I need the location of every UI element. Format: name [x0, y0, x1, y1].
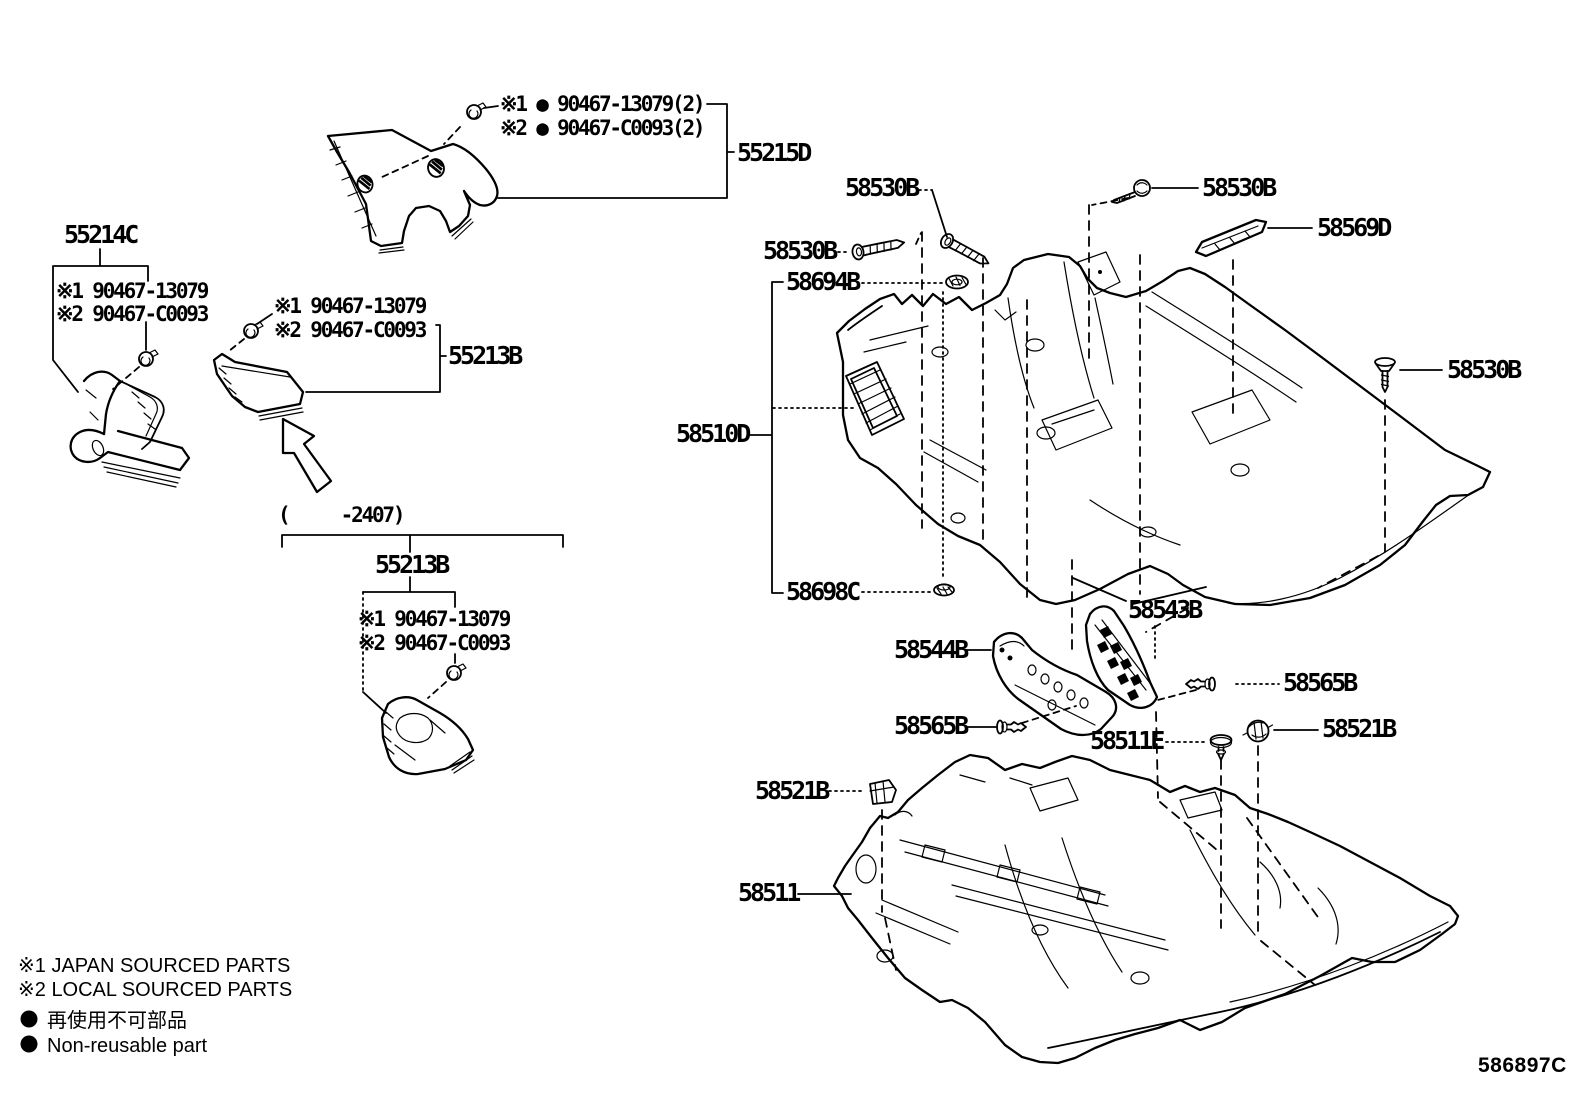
part-label-58521b-left: 58521B: [755, 776, 830, 805]
part-label-58511e: 58511E: [1090, 726, 1164, 755]
note-clip-local-55213b-lower: ※2 90467-C0093: [358, 631, 511, 655]
part-label-58510d: 58510D: [676, 419, 750, 448]
part-label-55215d: 55215D: [737, 138, 811, 167]
cover-55213b-lower: [380, 696, 475, 776]
clip-90467-icon: [466, 102, 487, 120]
note-clip-local-55214c: ※2 90467-C0093: [56, 302, 209, 326]
leader-55213b-lower-dash: [427, 681, 447, 699]
note-clip-japan-55214c: ※1 90467-13079: [56, 279, 209, 303]
bracket-55215d: [497, 103, 735, 199]
part-label-58694b: 58694B: [786, 267, 861, 296]
strip-58569d: [1194, 218, 1268, 258]
support-58543b: [1084, 605, 1159, 709]
figure-code: 586897C: [1478, 1054, 1567, 1077]
leader-58543b-lines: [1072, 577, 1207, 605]
clip-90467-icon: [446, 663, 467, 681]
clip-58565b-icon: [1185, 676, 1216, 692]
part-label-58569d: 58569D: [1317, 213, 1391, 242]
rear-floor-carpet-58511: [832, 753, 1460, 1065]
silencer-pad-55215d: [326, 126, 499, 254]
pad-grommet-hole-icon: [424, 155, 448, 181]
front-floor-carpet-58510d: [835, 251, 1492, 607]
bracket-55213b-lower: [362, 576, 456, 664]
part-label-58521b-right: 58521B: [1322, 714, 1397, 743]
legend-non-reusable-ja: 再使用不可部品: [47, 1009, 187, 1032]
note-clip-local-qty: ※2 ● 90467-C0093(2): [500, 116, 703, 140]
part-label-55213b-upper: 55213B: [448, 341, 523, 370]
legend: ※1 JAPAN SOURCED PARTS ※2 LOCAL SOURCED …: [18, 955, 292, 1057]
part-label-58530b-top-right: 58530B: [1202, 173, 1277, 202]
bracket-55213b-upper: [305, 324, 447, 393]
part-label-58544b: 58544B: [894, 635, 969, 664]
clip-90467-icon: [243, 321, 264, 339]
part-label-58698c: 58698C: [786, 577, 860, 606]
note-clip-japan-55213b: ※1 90467-13079: [274, 294, 427, 318]
grommet-58694b-icon: [945, 274, 969, 290]
leader-lines: [749, 187, 1443, 986]
non-reusable-bullet-icon: [20, 1010, 38, 1028]
part-label-58565b-left: 58565B: [894, 711, 969, 740]
clip-58521b-icon: [1242, 719, 1274, 743]
bracket-55214c: [52, 248, 149, 393]
production-range-label: ( -2407): [278, 503, 403, 527]
leader-55215d-clip: [483, 105, 499, 109]
part-label-58565b-right: 58565B: [1283, 668, 1358, 697]
part-label-58530b-top-mid: 58530B: [845, 173, 920, 202]
leader-55213b-dash: [228, 338, 245, 352]
leader-55214c-clip: [112, 366, 140, 390]
legend-non-reusable-en: Non-reusable part: [47, 1035, 208, 1057]
part-label-58530b-right: 58530B: [1447, 355, 1522, 384]
part-label-55213b-lower: 55213B: [375, 550, 450, 579]
support-58544b: [991, 631, 1118, 737]
clip-58698c-icon: [933, 583, 955, 597]
screw-58530b-icon: [1374, 357, 1396, 393]
leader-55213b-clip: [256, 313, 273, 325]
cover-55214c: [69, 370, 191, 488]
pin-58511e-icon: [1209, 734, 1233, 761]
legend-local-sourced: ※2 LOCAL SOURCED PARTS: [18, 979, 292, 1001]
part-label-58543b: 58543B: [1128, 595, 1203, 624]
legend-japan-sourced: ※1 JAPAN SOURCED PARTS: [18, 955, 290, 977]
cover-55213b-upper: [212, 352, 305, 421]
direction-arrow-icon: [281, 417, 333, 494]
part-label-58511: 58511: [738, 878, 800, 907]
screw-58530b-icon: [850, 237, 907, 262]
clip-58521b-icon: [869, 779, 897, 805]
leader-55213b-lower: [362, 691, 387, 714]
note-clip-local-55213b: ※2 90467-C0093: [274, 318, 427, 342]
note-clip-japan-55213b-lower: ※1 90467-13079: [358, 607, 511, 631]
non-reusable-bullet-icon: [20, 1035, 38, 1053]
clip-90467-icon: [138, 349, 159, 367]
part-label-55214c: 55214C: [64, 220, 138, 249]
part-label-58530b-left: 58530B: [763, 236, 838, 265]
bracket-55213b-range: [281, 534, 564, 553]
note-clip-japan-qty: ※1 ● 90467-13079(2): [500, 92, 703, 116]
